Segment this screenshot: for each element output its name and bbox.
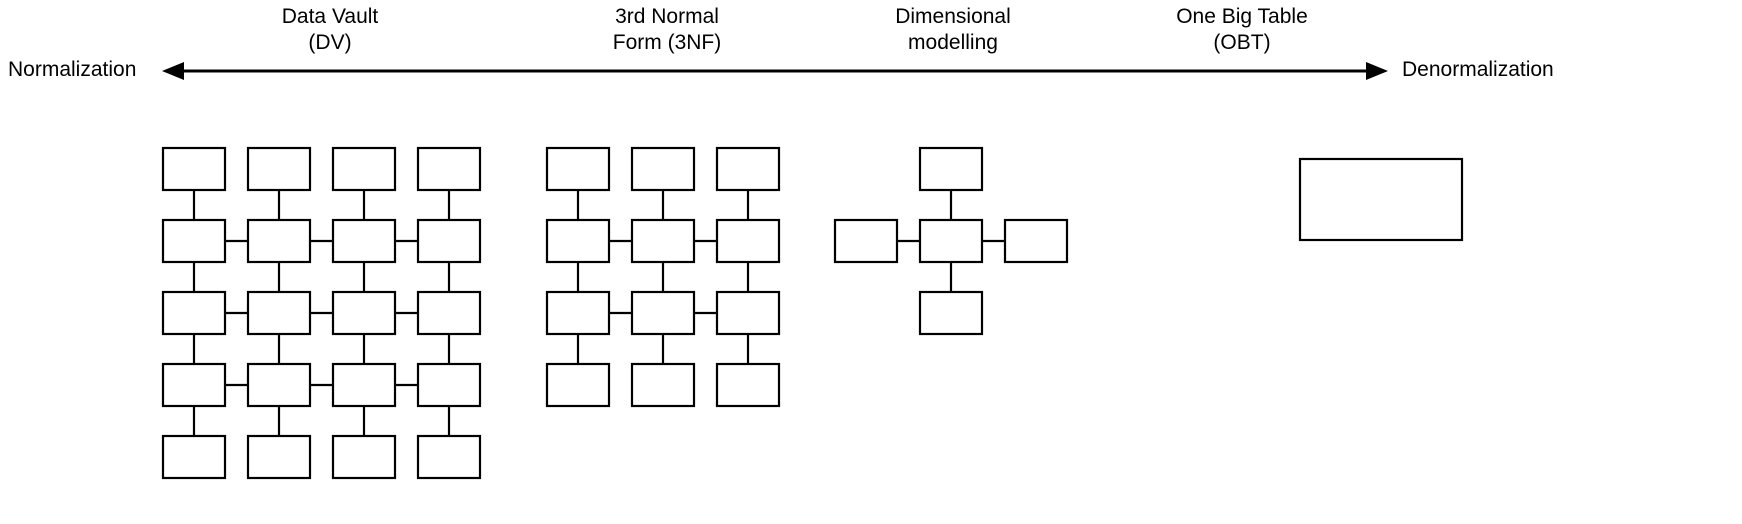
schema-cluster-dimensional-modelling bbox=[833, 146, 1069, 336]
schema-table-box bbox=[630, 146, 696, 192]
schema-table-box bbox=[715, 290, 781, 336]
schema-table-box bbox=[161, 218, 227, 264]
schema-table-box bbox=[246, 146, 312, 192]
schema-table-box bbox=[715, 218, 781, 264]
schema-table-box bbox=[833, 218, 899, 264]
schema-table-box bbox=[161, 362, 227, 408]
axis-label-denormalization: Denormalization bbox=[1402, 58, 1554, 81]
schema-table-box bbox=[630, 362, 696, 408]
schema-table-box bbox=[331, 146, 397, 192]
schema-table-box bbox=[416, 362, 482, 408]
schema-table-box bbox=[918, 218, 984, 264]
schema-table-box bbox=[331, 218, 397, 264]
schema-table-box bbox=[161, 434, 227, 480]
schema-table-box bbox=[161, 146, 227, 192]
schema-table-box bbox=[545, 290, 611, 336]
normalization-axis-arrow bbox=[162, 62, 1388, 80]
schema-table-box bbox=[715, 146, 781, 192]
schema-table-box bbox=[1003, 218, 1069, 264]
schema-table-box bbox=[161, 290, 227, 336]
schema-table-box bbox=[246, 434, 312, 480]
schema-table-box bbox=[416, 290, 482, 336]
schema-table-box bbox=[545, 218, 611, 264]
schema-table-box bbox=[715, 362, 781, 408]
schema-shapes-layer bbox=[161, 146, 1464, 480]
schema-table-box bbox=[331, 362, 397, 408]
caption-data-vault: Data Vault (DV) bbox=[281, 5, 379, 54]
schema-table-box bbox=[918, 290, 984, 336]
schema-table-box bbox=[416, 146, 482, 192]
schema-table-box bbox=[246, 290, 312, 336]
schema-table-box bbox=[416, 434, 482, 480]
caption-one-big-table: One Big Table (OBT) bbox=[1176, 5, 1308, 54]
schema-table-box bbox=[630, 290, 696, 336]
schema-table-box bbox=[545, 362, 611, 408]
schema-table-box bbox=[331, 434, 397, 480]
schema-table-box bbox=[331, 290, 397, 336]
caption-third-normal-form: 3rd Normal Form (3NF) bbox=[612, 5, 722, 54]
schema-table-box bbox=[246, 218, 312, 264]
schema-table-box-obt bbox=[1298, 157, 1464, 242]
schema-table-box bbox=[246, 362, 312, 408]
caption-dimensional-modelling: Dimensional modelling bbox=[895, 5, 1011, 54]
schema-table-box bbox=[630, 218, 696, 264]
axis-label-normalization: Normalization bbox=[8, 58, 137, 81]
schema-cluster-one-big-table bbox=[1298, 157, 1464, 242]
schema-table-box bbox=[545, 146, 611, 192]
schema-table-box bbox=[416, 218, 482, 264]
schema-cluster-third-normal-form bbox=[545, 146, 781, 408]
schema-table-box bbox=[918, 146, 984, 192]
schema-cluster-data-vault bbox=[161, 146, 482, 480]
